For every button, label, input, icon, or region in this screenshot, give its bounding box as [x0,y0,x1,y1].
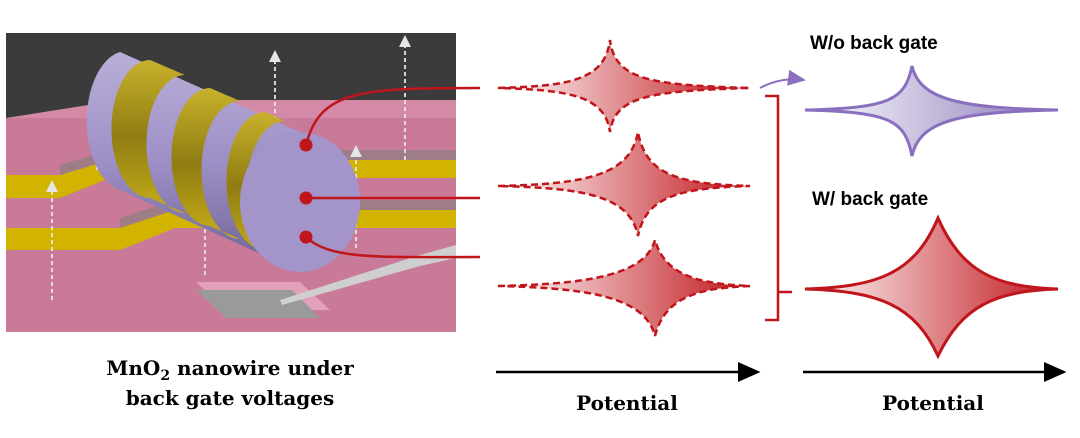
label-without-gate: W/o back gate [810,33,938,54]
bracket [765,94,792,322]
purple-arrow [759,69,806,89]
dist-bottom [497,235,751,337]
gold-band-2 [171,88,240,239]
axis-middle-label: Potential [576,391,678,415]
dist-top [497,39,751,133]
middle-curves [497,39,751,337]
window-hole [196,290,320,318]
connector-lines [304,86,481,259]
gold-band-3 [226,112,285,259]
caption-line1: MnO2 nanowire under [106,356,354,384]
label-with-gate: W/ back gate [812,189,928,210]
dist-with-gate [804,214,1059,360]
caption-line2: back gate voltages [126,386,335,410]
gold-band-1 [111,60,185,213]
dist-without-gate [804,65,1059,157]
nanowire-end-cap [240,132,360,272]
axis-right-label: Potential [882,391,984,415]
device-illustration [6,33,456,332]
dist-middle [497,131,751,237]
probe-needle [280,245,456,305]
